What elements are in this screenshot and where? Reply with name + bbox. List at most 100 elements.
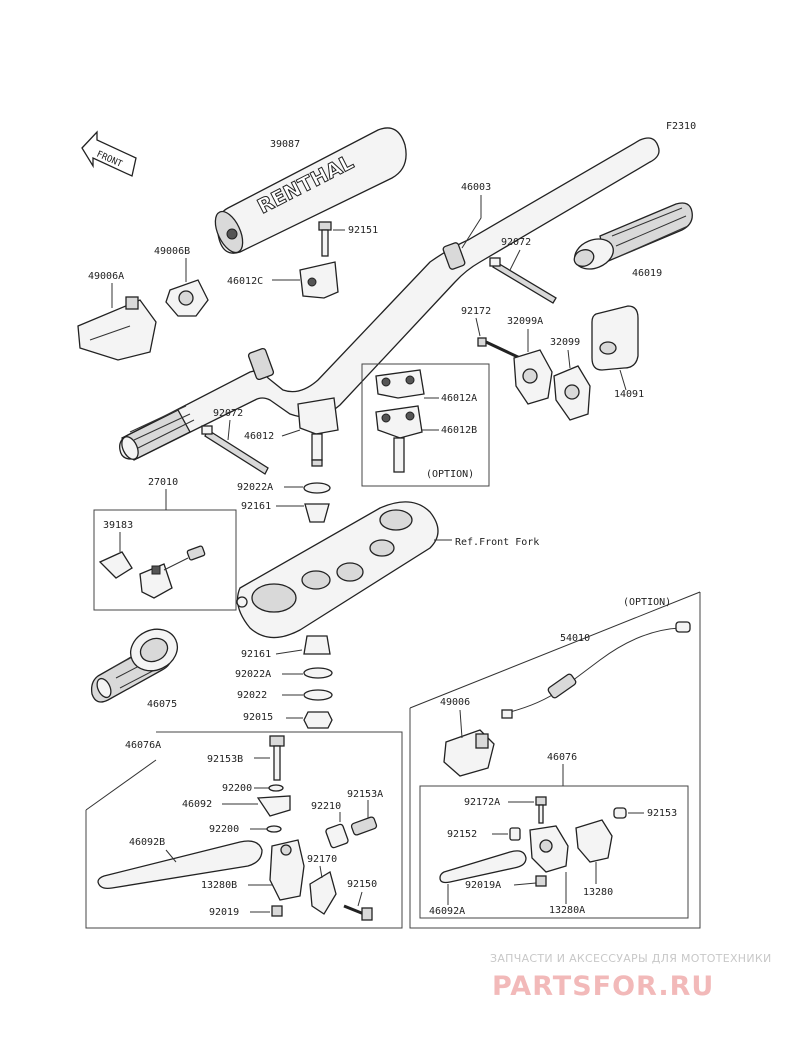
cable-54010 bbox=[501, 621, 691, 719]
label-92172: 92172 bbox=[461, 306, 491, 317]
screw-92172a bbox=[535, 796, 547, 824]
watermark-tagline: ЗАПЧАСТИ И АКСЕССУАРЫ ДЛЯ МОТОТЕХНИКИ bbox=[490, 952, 772, 965]
label-46092A: 46092A bbox=[429, 906, 465, 917]
label-32099: 32099 bbox=[550, 337, 580, 348]
label-46012: 46012 bbox=[244, 431, 274, 442]
label-92151: 92151 bbox=[348, 225, 378, 236]
label-92022A-top: 92022A bbox=[237, 482, 273, 493]
label-54010: 54010 bbox=[560, 633, 590, 644]
label-92150: 92150 bbox=[347, 879, 377, 890]
label-46012B: 46012B bbox=[441, 425, 477, 436]
label-32099A: 32099A bbox=[507, 316, 543, 327]
clutch-perimeter-left bbox=[85, 731, 403, 929]
housing-32099 bbox=[553, 365, 591, 421]
lever-46092 bbox=[256, 795, 291, 817]
label-46003: 46003 bbox=[461, 182, 491, 193]
adjuster-92210 bbox=[325, 816, 378, 849]
perch-13280b bbox=[269, 839, 337, 915]
label-92161-bot: 92161 bbox=[241, 649, 271, 660]
label-46076A: 46076A bbox=[125, 740, 161, 751]
clutch-assembly-box bbox=[419, 785, 689, 919]
lever-holder-13280a bbox=[529, 825, 569, 873]
washer-92200-b bbox=[266, 825, 282, 833]
clamp-46012c bbox=[299, 261, 339, 299]
damper-92161-upper bbox=[304, 503, 330, 523]
front-arrow-icon: FRONT bbox=[81, 130, 137, 177]
option-label-clamps: (OPTION) bbox=[426, 469, 474, 480]
option-label-right: (OPTION) bbox=[623, 597, 671, 608]
adapter-49006b bbox=[165, 279, 209, 317]
label-27010: 27010 bbox=[148, 477, 178, 488]
label-92153A: 92153A bbox=[347, 789, 383, 800]
label-92019A: 92019A bbox=[465, 880, 501, 891]
option-box-right bbox=[409, 592, 701, 929]
label-92022: 92022 bbox=[237, 690, 267, 701]
clamp-46012 bbox=[297, 397, 339, 467]
clamp-46012b bbox=[375, 405, 423, 473]
label-46012C: 46012C bbox=[227, 276, 263, 287]
cable-tie-92072-lower bbox=[201, 425, 269, 475]
label-92210: 92210 bbox=[311, 801, 341, 812]
label-92072-a: 92072 bbox=[501, 237, 531, 248]
label-13280B: 13280B bbox=[201, 880, 237, 891]
grip-46075 bbox=[90, 628, 178, 703]
label-46092B: 46092B bbox=[129, 837, 165, 848]
label-46076: 46076 bbox=[547, 752, 577, 763]
throttle-grip-46019 bbox=[573, 202, 693, 270]
label-13280: 13280 bbox=[583, 887, 613, 898]
label-92200-a: 92200 bbox=[222, 783, 252, 794]
nut-92019 bbox=[271, 905, 283, 917]
bolt-92152 bbox=[509, 827, 521, 841]
label-46012A: 46012A bbox=[441, 393, 477, 404]
label-46092: 46092 bbox=[182, 799, 212, 810]
adapter-49006 bbox=[443, 729, 495, 777]
bracket-49006a bbox=[77, 296, 157, 361]
nut-92015 bbox=[303, 711, 333, 729]
label-92153: 92153 bbox=[647, 808, 677, 819]
cover-14091 bbox=[591, 305, 639, 371]
label-92153B: 92153B bbox=[207, 754, 243, 765]
label-92161-top: 92161 bbox=[241, 501, 271, 512]
clamp-13280 bbox=[575, 819, 613, 863]
damper-92161-lower bbox=[303, 635, 331, 655]
washer-92022 bbox=[303, 689, 333, 701]
handlebar bbox=[119, 137, 660, 461]
label-39183: 39183 bbox=[103, 520, 133, 531]
label-39087: 39087 bbox=[270, 139, 300, 150]
label-92015: 92015 bbox=[243, 712, 273, 723]
clamp-46012a bbox=[375, 369, 425, 399]
washer-92200-a bbox=[268, 784, 284, 792]
ref-front-fork-label: Ref.Front Fork bbox=[455, 537, 539, 548]
upper-triple-clamp bbox=[236, 501, 439, 639]
cable-tie-92072-upper bbox=[489, 257, 557, 304]
label-92022A-bot: 92022A bbox=[235, 669, 271, 680]
screw-92153 bbox=[613, 807, 627, 819]
label-49006B: 49006B bbox=[154, 246, 190, 257]
washer-92022a-lower bbox=[303, 667, 333, 679]
watermark-brand: PARTSFOR.RU bbox=[492, 971, 714, 1002]
housing-32099a bbox=[513, 349, 553, 405]
label-92200-b: 92200 bbox=[209, 824, 239, 835]
label-49006A: 49006A bbox=[88, 271, 124, 282]
bolt-92151 bbox=[318, 221, 332, 257]
lever-46092b bbox=[97, 840, 263, 890]
switch-39183 bbox=[98, 545, 206, 599]
label-13280A: 13280A bbox=[549, 905, 585, 916]
option-box-clamps bbox=[361, 363, 490, 487]
label-92152: 92152 bbox=[447, 829, 477, 840]
bolt-92153b bbox=[269, 735, 285, 781]
nut-92019a bbox=[535, 875, 547, 887]
bolt-92150 bbox=[343, 904, 373, 921]
handlebar-pad: RENTHAL bbox=[214, 127, 407, 254]
figure-code: F2310 bbox=[666, 121, 696, 132]
screw-92172 bbox=[477, 337, 521, 360]
label-46075: 46075 bbox=[147, 699, 177, 710]
label-92072-b: 92072 bbox=[213, 408, 243, 419]
label-92019: 92019 bbox=[209, 907, 239, 918]
lever-46092a bbox=[439, 850, 527, 884]
kill-switch-box bbox=[93, 509, 237, 611]
label-92170: 92170 bbox=[307, 854, 337, 865]
label-92172A: 92172A bbox=[464, 797, 500, 808]
label-46019: 46019 bbox=[632, 268, 662, 279]
